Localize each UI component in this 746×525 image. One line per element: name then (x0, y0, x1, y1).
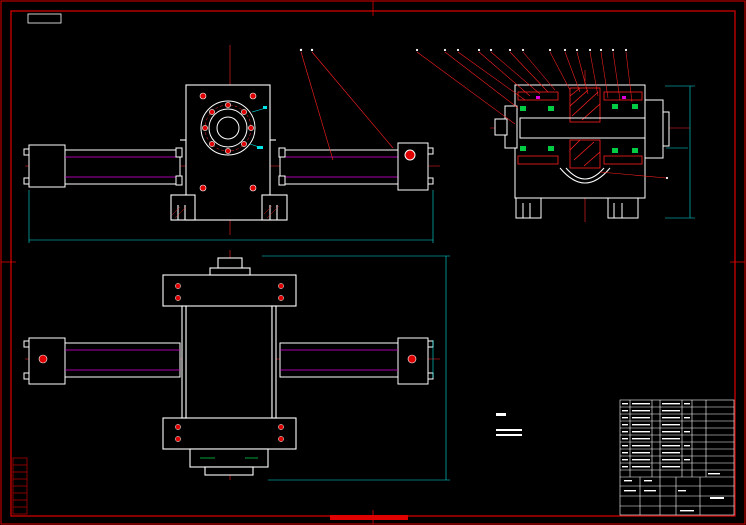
top-view (23, 250, 450, 481)
bearings (520, 104, 638, 153)
flange-bolt-holes (199, 92, 257, 192)
drawing-number-box (27, 13, 62, 24)
bottom-scale-strip (330, 515, 408, 520)
side-section-view (415, 48, 695, 222)
right-cylinder (278, 142, 434, 191)
flange-disc (200, 100, 256, 156)
front-view (23, 45, 440, 243)
section-hatch (517, 87, 643, 169)
left-cylinder (23, 144, 183, 188)
side-shaft (519, 117, 646, 184)
side-dimension (665, 85, 695, 219)
front-overall-dimension (28, 190, 434, 243)
technical-notes (496, 413, 522, 436)
front-feet-hatch (171, 205, 280, 219)
title-block (619, 399, 735, 516)
revision-block (12, 457, 28, 515)
part-leaders (416, 51, 667, 179)
top-dimension (262, 255, 450, 481)
